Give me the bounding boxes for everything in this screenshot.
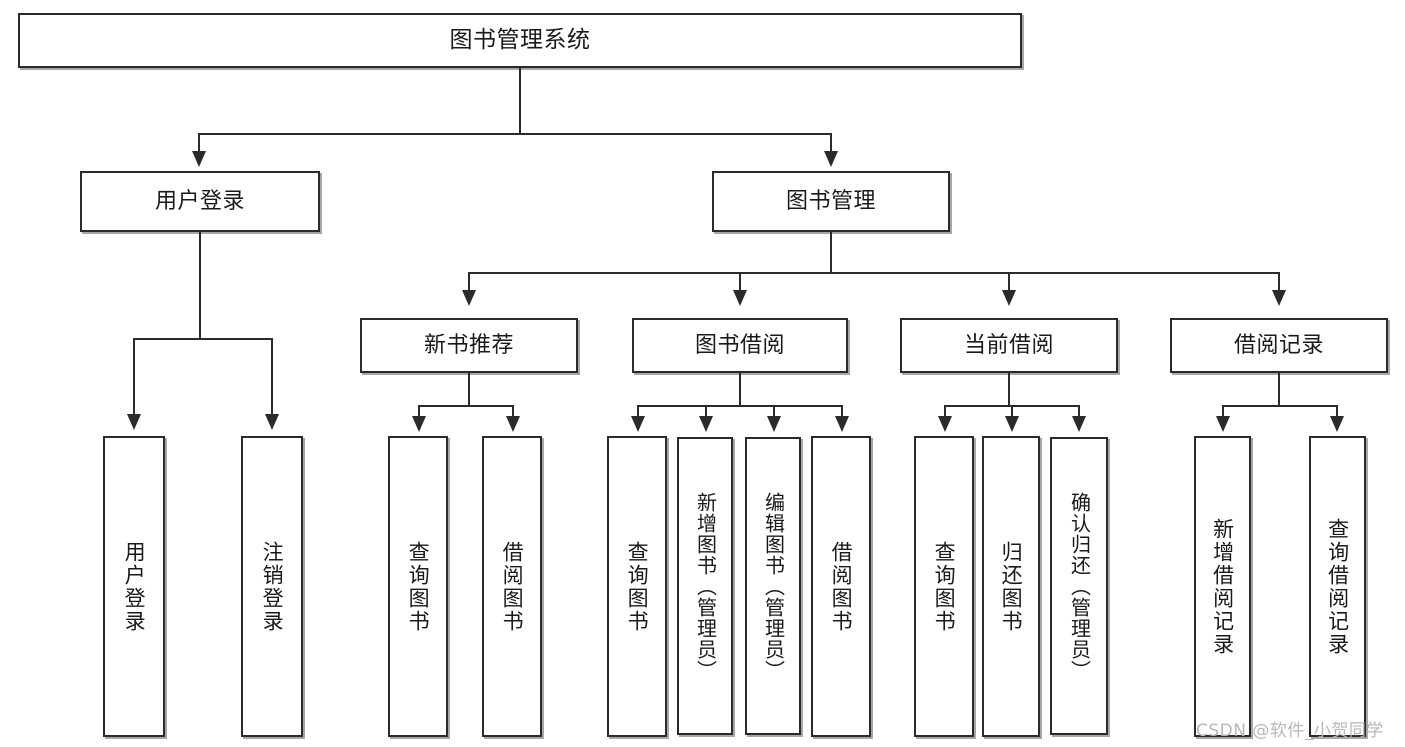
connector-book-borrow-drop-2 [705,405,707,418]
arrow-leaf-current-borrow-1 [938,416,952,432]
arrow-leaf-new-book-2 [506,416,520,432]
node-label: 查询图书 [625,540,650,633]
node-label: 图书借阅 [694,332,785,358]
connector-book-manage-stem [830,232,832,272]
arrow-leaf-book-borrow-2 [699,416,713,432]
node-label: 新增图书（管理员） [693,491,718,681]
connector-to-user-login [198,133,200,153]
node-label: 归还图书 [999,540,1024,633]
arrow-to-user-login [192,151,206,167]
connector-new-book-drop-2 [512,405,514,418]
node-label: 用户登录 [122,540,147,633]
arrow-leaf-user-login-2 [265,414,279,430]
node-label: 借阅记录 [1233,332,1324,358]
connector-book-borrow-bus [637,405,842,407]
connector-book-manage-drop-1 [468,272,470,292]
node-label: 查询图书 [932,540,957,633]
connector-user-login-drop-1 [133,338,135,416]
node-borrow-record[interactable]: 借阅记录 [1170,318,1388,373]
connector-current-borrow-drop-2 [1011,405,1013,418]
connector-borrow-record-drop-2 [1336,405,1338,418]
arrow-leaf-user-login-1 [127,414,141,430]
connector-root-bus [198,133,831,135]
node-label: 注销登录 [260,540,285,633]
node-label: 当前借阅 [963,332,1054,358]
connector-new-book-stem [468,373,470,405]
watermark-text: CSDN @软件_小贺同学 [1196,721,1384,741]
leaf-borrow-record-query[interactable]: 查询借阅记录 [1309,436,1366,737]
arrow-leaf-book-borrow-4 [835,416,849,432]
connector-book-borrow-drop-3 [773,405,775,418]
leaf-book-borrow-edit[interactable]: 编辑图书（管理员） [745,437,801,735]
node-label: 借阅图书 [829,540,854,633]
arrow-to-book-manage [824,151,838,167]
leaf-current-borrow-confirm-return[interactable]: 确认归还（管理员） [1050,437,1108,735]
arrow-to-book-borrow [733,290,747,306]
connector-book-manage-drop-4 [1278,272,1280,292]
node-new-book-recommend[interactable]: 新书推荐 [360,318,578,373]
leaf-new-book-borrow[interactable]: 借阅图书 [482,436,542,737]
node-label: 查询借阅记录 [1325,517,1350,656]
connector-book-manage-drop-2 [739,272,741,292]
node-root-system[interactable]: 图书管理系统 [18,13,1022,68]
node-label: 确认归还（管理员） [1067,491,1092,681]
node-label: 图书管理系统 [449,27,591,54]
node-current-borrow[interactable]: 当前借阅 [900,318,1118,373]
node-book-management[interactable]: 图书管理 [712,171,950,232]
leaf-borrow-record-add[interactable]: 新增借阅记录 [1194,436,1251,737]
node-label: 查询图书 [406,540,431,633]
node-label: 新书推荐 [423,332,514,358]
leaf-new-book-query[interactable]: 查询图书 [388,436,448,737]
arrow-to-current-borrow [1002,290,1016,306]
connector-user-login-stem [199,232,201,338]
arrow-leaf-current-borrow-3 [1072,416,1086,432]
connector-book-borrow-stem [739,373,741,405]
node-label: 用户登录 [154,188,245,214]
connector-current-borrow-drop-1 [944,405,946,418]
connector-user-login-drop-2 [271,338,273,416]
leaf-book-borrow-add[interactable]: 新增图书（管理员） [677,437,733,735]
connector-borrow-record-drop-1 [1222,405,1224,418]
leaf-book-borrow-query[interactable]: 查询图书 [607,436,667,737]
leaf-book-borrow-borrow[interactable]: 借阅图书 [811,436,871,737]
node-book-borrow[interactable]: 图书借阅 [632,318,848,373]
connector-book-manage-bus [468,272,1279,274]
connector-root-stem [519,68,521,133]
leaf-current-borrow-query[interactable]: 查询图书 [914,436,974,737]
connector-current-borrow-stem [1008,373,1010,405]
connector-new-book-bus [418,405,514,407]
arrow-leaf-book-borrow-3 [767,416,781,432]
connector-borrow-record-stem [1278,373,1280,405]
connector-user-login-bus [133,338,273,340]
node-label: 借阅图书 [500,540,525,633]
leaf-current-borrow-return[interactable]: 归还图书 [982,436,1040,737]
node-label: 图书管理 [785,188,876,214]
arrow-leaf-new-book-1 [412,416,426,432]
leaf-user-login-login[interactable]: 用户登录 [103,436,165,737]
arrow-leaf-borrow-record-2 [1330,416,1344,432]
connector-new-book-drop-1 [418,405,420,418]
node-label: 新增借阅记录 [1210,517,1235,656]
connector-borrow-record-bus [1222,405,1338,407]
connector-book-borrow-drop-4 [841,405,843,418]
arrow-leaf-book-borrow-1 [631,416,645,432]
connector-book-borrow-drop-1 [637,405,639,418]
arrow-leaf-borrow-record-1 [1216,416,1230,432]
arrow-to-borrow-record [1272,290,1286,306]
connector-current-borrow-drop-3 [1078,405,1080,418]
node-label: 编辑图书（管理员） [761,491,786,681]
arrow-leaf-current-borrow-2 [1005,416,1019,432]
connector-to-book-manage [830,133,832,153]
node-user-login[interactable]: 用户登录 [80,171,320,232]
leaf-user-login-logout[interactable]: 注销登录 [241,436,303,737]
connector-book-manage-drop-3 [1008,272,1010,292]
arrow-to-new-book [462,290,476,306]
